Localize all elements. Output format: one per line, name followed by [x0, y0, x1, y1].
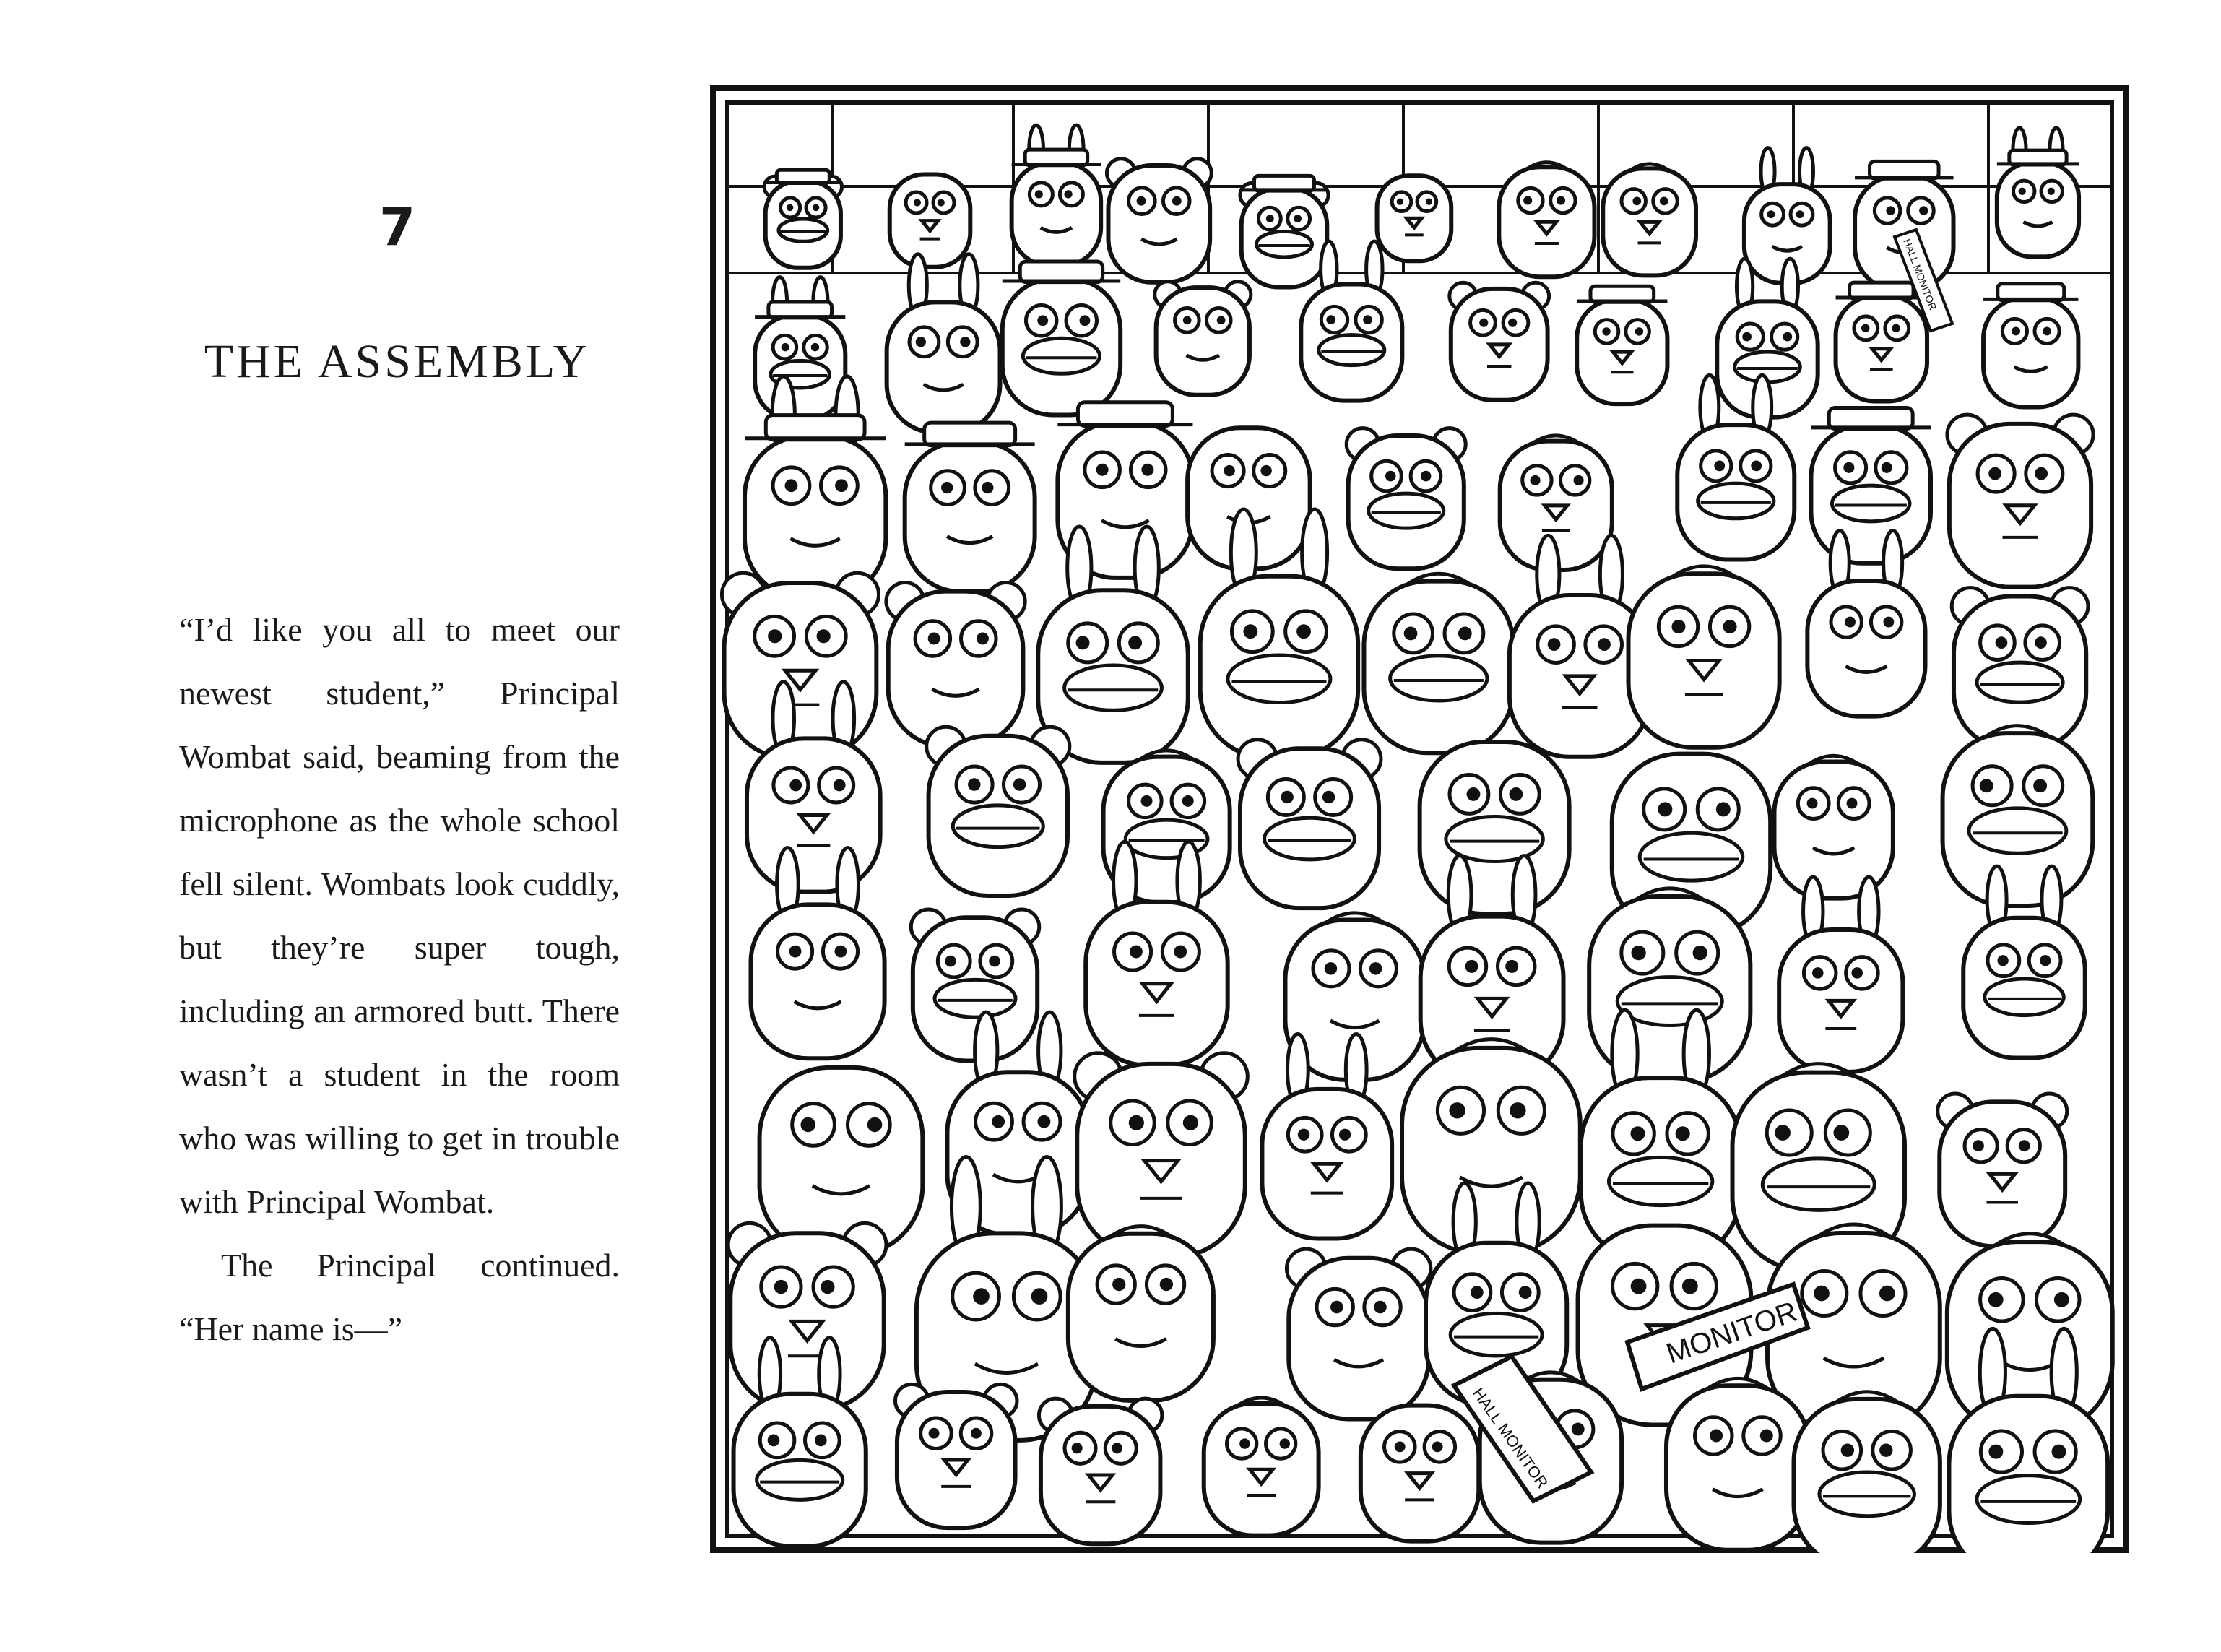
crowd-drawing: MONITOR HALL MONITOR HALL MONITOR — [710, 85, 2129, 1553]
crowd-character — [1730, 1062, 1908, 1273]
crowd-character — [1400, 1037, 1583, 1255]
crowd-character — [1578, 1008, 1743, 1263]
body-text: “I’d like you all to meet our newest stu… — [179, 598, 620, 1361]
chapter-number: 7 — [378, 196, 416, 257]
crowd-character — [1361, 571, 1516, 756]
crowd-character — [1036, 1396, 1164, 1547]
crowd-character — [1809, 406, 1933, 566]
crowd-characters — [719, 123, 2115, 1553]
crowd-character — [1805, 529, 1928, 719]
crowd-character — [1260, 1032, 1395, 1241]
crowd-character — [1507, 533, 1653, 759]
assembly-illustration: MONITOR HALL MONITOR HALL MONITOR — [710, 85, 2129, 1553]
crowd-character — [762, 168, 844, 270]
crowd-character — [1497, 433, 1614, 573]
crowd-character — [1833, 280, 1929, 404]
crowd-character — [1104, 157, 1213, 285]
crowd-character — [1663, 1377, 1811, 1552]
crowd-character — [1036, 524, 1190, 765]
crowd-character — [1284, 1247, 1433, 1422]
crowd-character — [1940, 724, 2095, 908]
crowd-character — [1772, 754, 1895, 901]
crowd-character — [887, 172, 973, 269]
crowd-character — [1055, 400, 1195, 580]
crowd-character — [1073, 1051, 1250, 1260]
crowd-character — [1936, 1091, 2069, 1249]
crowd-character — [1626, 564, 1782, 750]
crowd-character — [1715, 256, 1820, 420]
crowd-character — [1153, 280, 1253, 397]
crowd-character — [1947, 1326, 2110, 1553]
crowd-character — [731, 1336, 868, 1549]
crowd-character — [909, 907, 1042, 1063]
crowd-character — [1236, 738, 1383, 911]
paragraph-1: “I’d like you all to meet our newest stu… — [179, 611, 620, 1220]
crowd-character — [1000, 259, 1123, 418]
crowd-character — [884, 580, 1027, 749]
crowd-character — [1198, 507, 1361, 760]
crowd-character — [893, 1382, 1019, 1531]
crowd-character — [1961, 864, 2087, 1060]
crowd-character — [1299, 239, 1405, 403]
crowd-character — [1418, 854, 1566, 1084]
crowd-character — [1065, 1224, 1216, 1403]
crowd-character — [1185, 425, 1312, 571]
crowd-character — [1447, 280, 1551, 402]
crowd-character — [1791, 1390, 1942, 1553]
crowd-character — [914, 1155, 1099, 1443]
crowd-character — [1994, 126, 2082, 259]
crowd-character — [757, 1065, 925, 1258]
frame-outer — [710, 85, 2129, 1553]
crowd-character — [753, 275, 848, 422]
crowd-character — [726, 1221, 888, 1412]
crowd-character — [884, 252, 1003, 435]
crowd-character — [1777, 875, 1905, 1074]
crowd-character — [1374, 173, 1454, 264]
crowd-character — [902, 420, 1037, 594]
crowd-character — [1083, 839, 1230, 1068]
crowd-character — [1741, 146, 1832, 285]
crowd-character — [742, 374, 888, 601]
crowd-character — [1949, 586, 2090, 751]
crowd-character — [925, 725, 1072, 898]
crowd-character — [1675, 373, 1797, 562]
crowd-character — [1601, 162, 1698, 278]
crowd-character — [1575, 284, 1670, 407]
crowd-character — [1201, 1396, 1321, 1538]
crowd-character — [1009, 123, 1104, 268]
crowd-character — [748, 846, 887, 1061]
paragraph-2: The Principal continued. “Her name is—” — [179, 1247, 620, 1347]
crowd-character — [1853, 159, 1956, 292]
crowd-character — [1945, 412, 2095, 589]
crowd-character — [1238, 173, 1330, 290]
crowd-character — [1358, 1403, 1481, 1544]
crowd-character — [1981, 282, 2081, 410]
crowd-character — [1424, 1181, 1570, 1408]
crowd-character — [1497, 160, 1597, 280]
chapter-title: THE ASSEMBLY — [204, 335, 591, 388]
crowd-character — [1283, 911, 1426, 1082]
crowd-character — [1344, 426, 1468, 571]
crowd-character — [1417, 740, 1572, 916]
